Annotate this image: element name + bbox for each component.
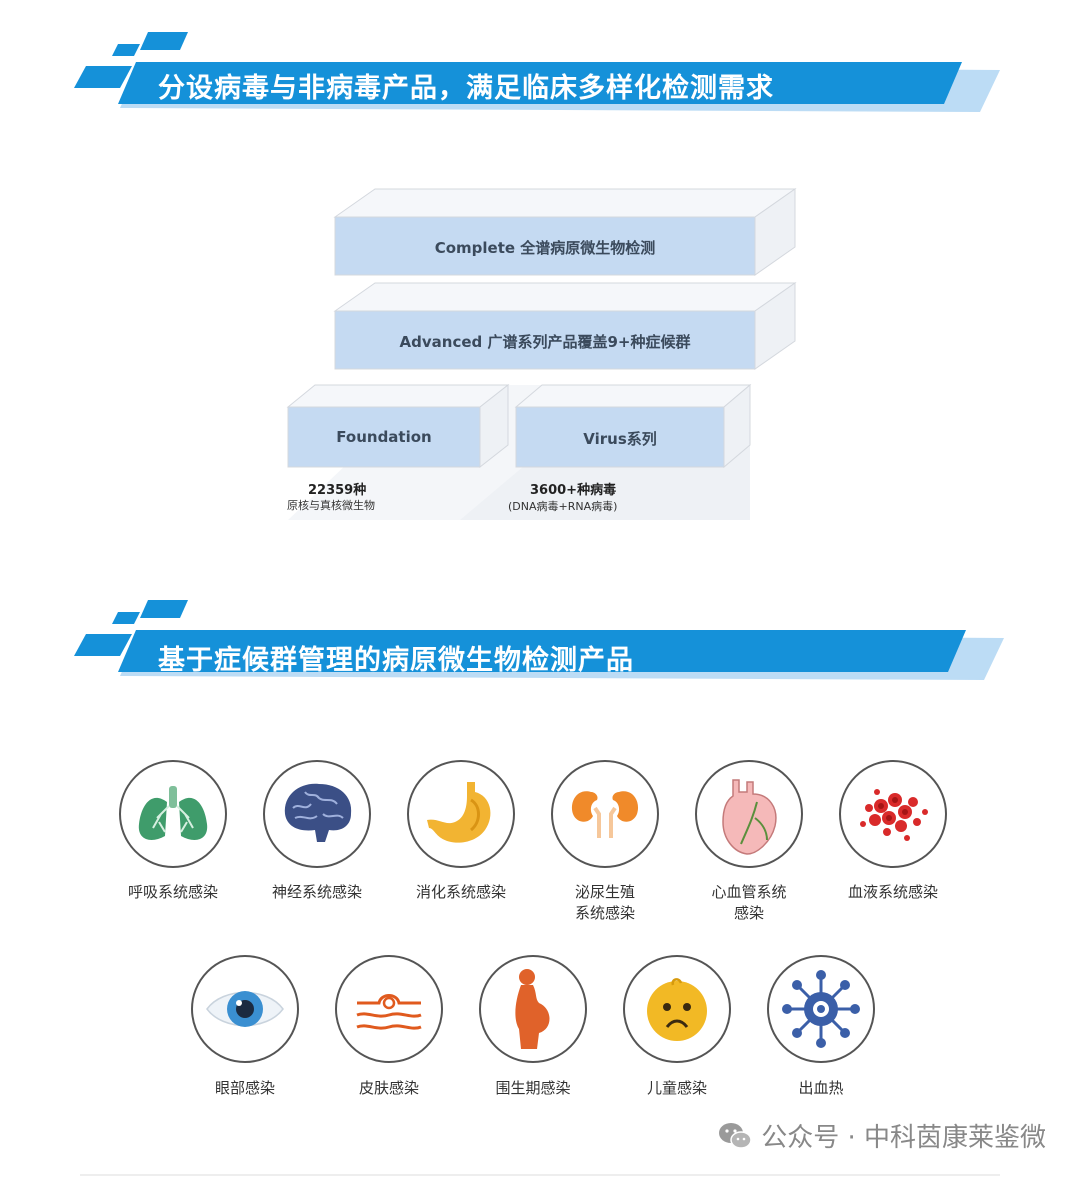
foundation-count-desc: 原核与真核微生物: [287, 499, 375, 512]
label-perinatal: 围生期感染: [495, 1079, 571, 1097]
label-urogenital: 泌尿生殖系统感染: [574, 883, 635, 922]
section-title-2: 基于症候群管理的病原微生物检测产品: [158, 645, 634, 676]
label-blood: 血液系统感染: [847, 883, 938, 901]
section-banner-1: 分设病毒与非病毒产品，满足临床多样化检测需求: [0, 20, 1080, 130]
skin-icon[interactable]: [335, 955, 443, 1063]
tier-virus-label: Virus系列: [583, 430, 657, 448]
label-eye: 眼部感染: [214, 1079, 275, 1097]
banner-graphic: [74, 32, 1000, 112]
watermark-text: 公众号 · 中科茵康莱鉴微: [761, 1123, 1046, 1153]
product-tier-diagram: [286, 188, 797, 520]
tier-complete-label: Complete 全谱病原微生物检测: [434, 239, 656, 257]
banner-graphic: [74, 600, 1004, 680]
bottom-divider: [80, 1174, 1000, 1176]
eye-icon[interactable]: [191, 955, 299, 1063]
foundation-count: 22359种: [308, 483, 367, 498]
wechat-watermark: 公众号 · 中科茵康莱鉴微: [717, 1117, 1046, 1154]
tier-foundation-label: Foundation: [336, 428, 432, 446]
virus-count-desc: (DNA病毒+RNA病毒): [508, 500, 618, 513]
label-children: 儿童感染: [646, 1079, 707, 1097]
label-digestive: 消化系统感染: [415, 883, 506, 901]
label-cardiovascular: 心血管系统感染: [711, 883, 787, 922]
wechat-icon: [719, 1122, 752, 1149]
label-nervous: 神经系统感染: [271, 883, 362, 901]
section-title-1: 分设病毒与非病毒产品，满足临床多样化检测需求: [158, 73, 774, 104]
child-face-icon[interactable]: [623, 955, 731, 1063]
kidneys-icon[interactable]: [551, 760, 659, 868]
tier-advanced-label: Advanced 广谱系列产品覆盖9+种症候群: [399, 333, 691, 351]
label-hemorrhagic-fever: 出血热: [798, 1079, 844, 1097]
label-respiratory: 呼吸系统感染: [127, 883, 218, 901]
heart-icon[interactable]: [695, 760, 803, 868]
section-banner-2: 基于症候群管理的病原微生物检测产品: [0, 588, 1080, 698]
virus-count: 3600+种病毒: [530, 483, 617, 498]
label-skin: 皮肤感染: [358, 1079, 419, 1097]
stomach-icon[interactable]: [407, 760, 515, 868]
blood-cells-icon[interactable]: [839, 760, 947, 868]
brain-icon[interactable]: [263, 760, 371, 868]
lungs-icon[interactable]: [119, 760, 227, 868]
virus-icon[interactable]: [767, 955, 875, 1063]
pregnant-icon[interactable]: [479, 955, 587, 1063]
